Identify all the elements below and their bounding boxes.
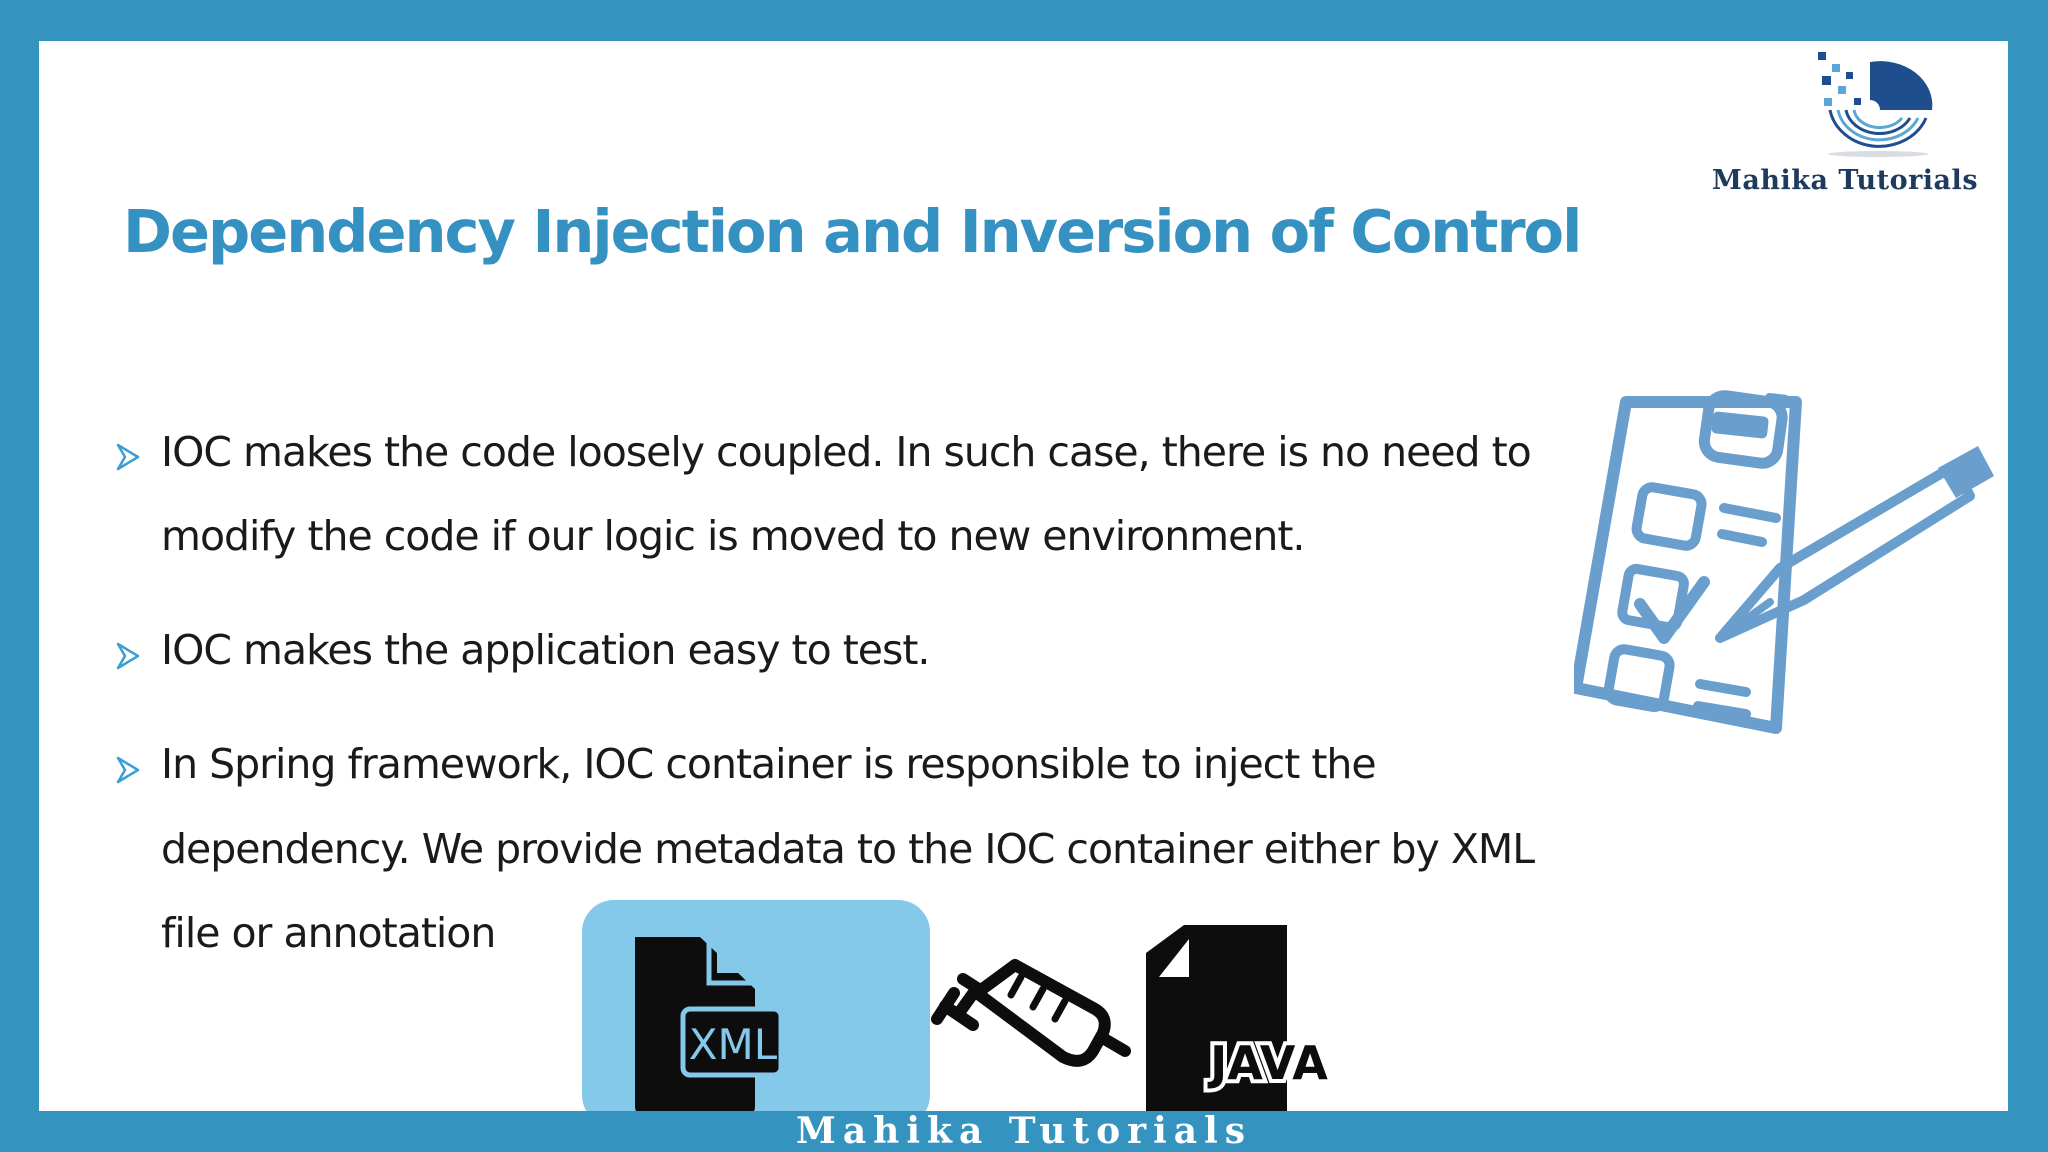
xml-file-icon: XML [635,937,784,1111]
java-file-icon: JAVA [1146,925,1332,1111]
bullet-arrow-icon [116,443,140,471]
bullet-1-line-1: IOC makes the code loosely coupled. In s… [161,428,1532,476]
slide-canvas: Mahika Tutorials Dependency Injection an… [39,41,2008,1111]
bullet-3-line-2: dependency. We provide metadata to the I… [161,825,1535,873]
xml-panel [582,900,930,1111]
dependency-injection-illustration: XML JAVA [582,900,1332,1111]
bullet-3-line-3: file or annotation [161,909,496,957]
slide-title: Dependency Injection and Inversion of Co… [123,197,1582,266]
bullet-2-line-1: IOC makes the application easy to test. [161,626,930,674]
syringe-icon [931,959,1131,1067]
bullet-1-line-2: modify the code if our logic is moved to… [161,512,1305,560]
mahika-logo-icon [1818,52,1933,157]
xml-label: XML [689,1020,778,1069]
bullet-3-line-1: In Spring framework, IOC container is re… [161,740,1377,788]
footer-brand: Mahika Tutorials [795,1110,1253,1152]
clipboard-checklist-icon [1574,390,1994,734]
bullet-arrow-icon [116,756,140,784]
logo-text: Mahika Tutorials [1711,165,1979,196]
java-label: JAVA [1207,1036,1328,1090]
bullet-arrow-icon [116,642,140,670]
